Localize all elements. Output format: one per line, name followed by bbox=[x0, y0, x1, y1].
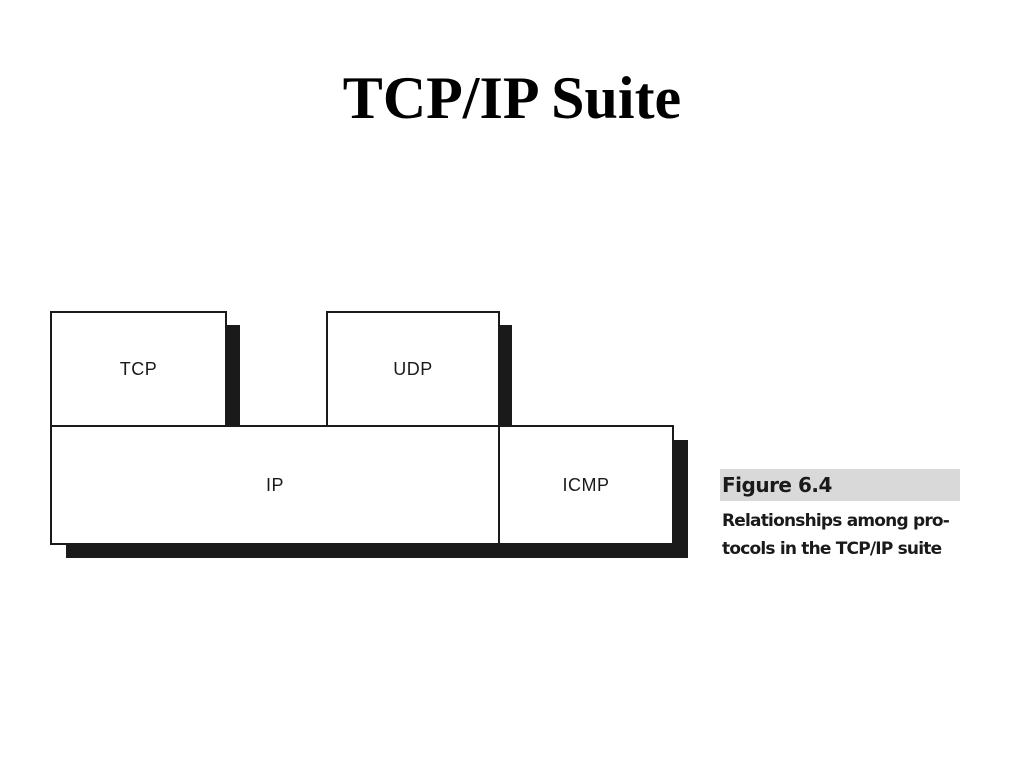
figure-number: Figure 6.4 bbox=[720, 469, 960, 501]
tcp-box-shadow bbox=[226, 325, 240, 425]
udp-label: UDP bbox=[393, 359, 433, 379]
figure-description: Relationships among pro- tocols in the T… bbox=[720, 507, 954, 563]
tcp-box: TCP bbox=[50, 311, 227, 428]
figure-description-line-1: Relationships among pro- bbox=[722, 511, 950, 531]
ip-label: IP bbox=[265, 474, 284, 495]
figure-caption: Figure 6.4 Relationships among pro- toco… bbox=[720, 469, 960, 563]
icmp-box: ICMP bbox=[498, 425, 674, 545]
ip-box: IP bbox=[50, 425, 500, 545]
slide-title: TCP/IP Suite bbox=[342, 65, 682, 131]
tcp-label: TCP bbox=[119, 359, 158, 379]
udp-box-shadow bbox=[499, 325, 512, 425]
figure-description-line-2: tocols in the TCP/IP suite bbox=[722, 539, 942, 559]
udp-box: UDP bbox=[326, 311, 500, 428]
icmp-label: ICMP bbox=[562, 474, 610, 495]
